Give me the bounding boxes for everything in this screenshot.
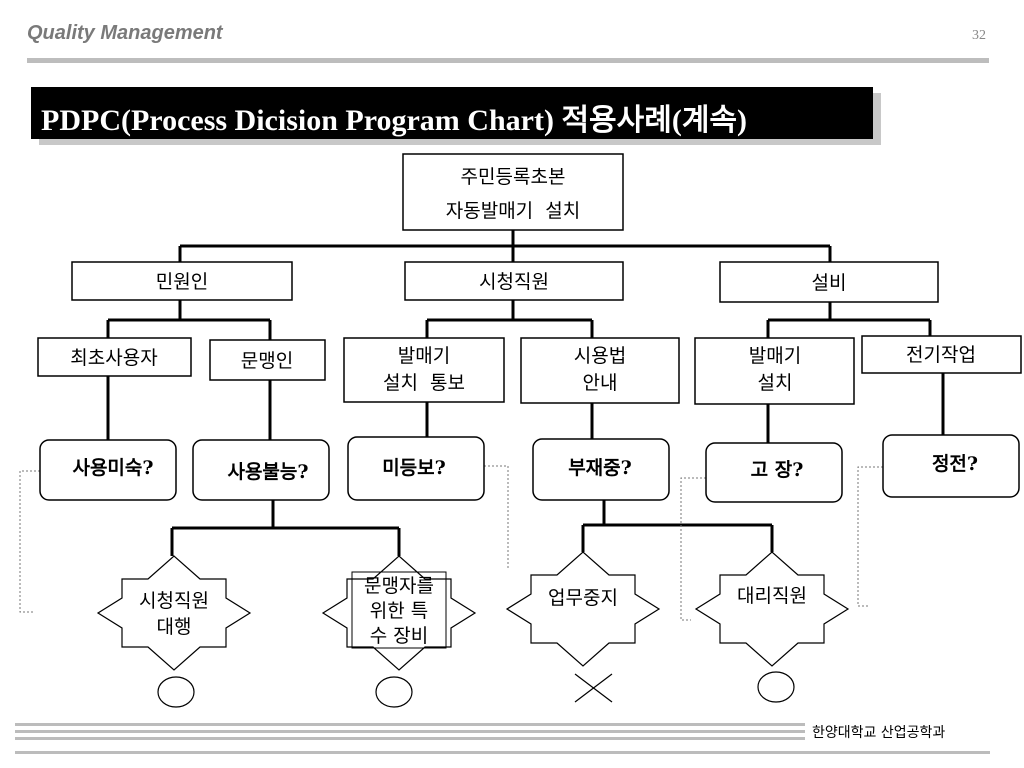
- node-staff: [404, 261, 624, 301]
- problem-breakdown: [705, 442, 843, 503]
- problem-not-notified-label: 미등보?: [382, 457, 446, 479]
- node-first-user: [37, 337, 192, 377]
- header-rule: [27, 58, 989, 63]
- node-citizen: [71, 261, 293, 301]
- connector-lines: [106, 230, 945, 556]
- node-citizen-label: 민원인: [156, 271, 208, 293]
- result-circle-icon-1: [157, 676, 195, 708]
- measure-suspend-work: [505, 551, 661, 667]
- footer-org: 한양대학교 산업공학과: [812, 725, 946, 741]
- node-machine-install-line-2: 설치: [758, 372, 793, 394]
- measure-special-device-line-1: 문맹자를: [364, 575, 434, 597]
- node-equipment-label: 설비: [812, 272, 847, 294]
- node-illiterate: [209, 339, 326, 381]
- root-node: [402, 153, 624, 231]
- node-electrical-work-label: 전기작업: [906, 344, 976, 366]
- problem-not-notified: [347, 436, 485, 501]
- problem-breakdown-label: 고 장?: [751, 459, 804, 481]
- node-equipment: [719, 261, 939, 303]
- measure-staff-proxy-line-1: 시청직원: [139, 590, 209, 612]
- root-line-1: 주민등록초본: [461, 166, 566, 188]
- node-usage-guide-line-2: 안내: [583, 372, 618, 394]
- header-title: Quality Management: [27, 22, 223, 44]
- node-usage-guide-line-1: 시용법: [574, 345, 626, 367]
- node-install-notice: [343, 337, 505, 403]
- node-staff-label: 시청직원: [479, 271, 549, 293]
- measure-substitute-staff: [694, 551, 850, 667]
- node-electrical-work: [861, 335, 1022, 374]
- node-usage-guide: [520, 337, 680, 404]
- problem-unusable: [192, 439, 330, 501]
- slide-title: PDPC(Process Dicision Program Chart) 적용사…: [41, 104, 748, 137]
- result-cross-icon: [574, 673, 613, 703]
- problem-unusable-label: 사용불능?: [227, 461, 308, 483]
- result-circle-icon-2: [375, 676, 413, 708]
- footer-rule-bottom: [15, 751, 990, 754]
- measure-staff-proxy-line-2: 대행: [157, 616, 192, 638]
- measure-special-device: [321, 555, 477, 671]
- node-install-notice-line-2: 설치 통보: [383, 372, 465, 394]
- measure-special-device-line-3: 수 장비: [370, 625, 428, 647]
- result-circle-icon-3: [757, 671, 795, 703]
- measure-substitute-staff-label: 대리직원: [737, 585, 807, 607]
- problem-absent-label: 부재중?: [568, 457, 632, 479]
- footer-rules: [15, 723, 805, 744]
- node-machine-install-line-1: 발매기: [749, 345, 801, 367]
- node-first-user-label: 최초사용자: [70, 347, 157, 369]
- problem-unfamiliar: [39, 439, 177, 501]
- measure-staff-proxy: [96, 555, 252, 671]
- measure-suspend-work-label: 업무중지: [548, 587, 618, 609]
- measure-special-device-frame: [351, 571, 447, 649]
- problem-absent: [532, 438, 670, 501]
- problem-power-outage-label: 정전?: [932, 453, 978, 475]
- root-line-2: 자동발매기 설치: [446, 200, 580, 222]
- node-illiterate-label: 문맹인: [241, 350, 293, 372]
- problem-power-outage: [882, 434, 1020, 498]
- slide-title-bar: PDPC(Process Dicision Program Chart) 적용사…: [31, 87, 873, 139]
- dotted-feedback-lines: [19, 465, 883, 621]
- page-number: 32: [972, 28, 986, 43]
- measure-special-device-line-2: 위한 특: [370, 600, 428, 622]
- node-install-notice-line-1: 발매기: [398, 345, 450, 367]
- problem-unfamiliar-label: 사용미숙?: [72, 457, 153, 479]
- node-machine-install: [694, 337, 855, 405]
